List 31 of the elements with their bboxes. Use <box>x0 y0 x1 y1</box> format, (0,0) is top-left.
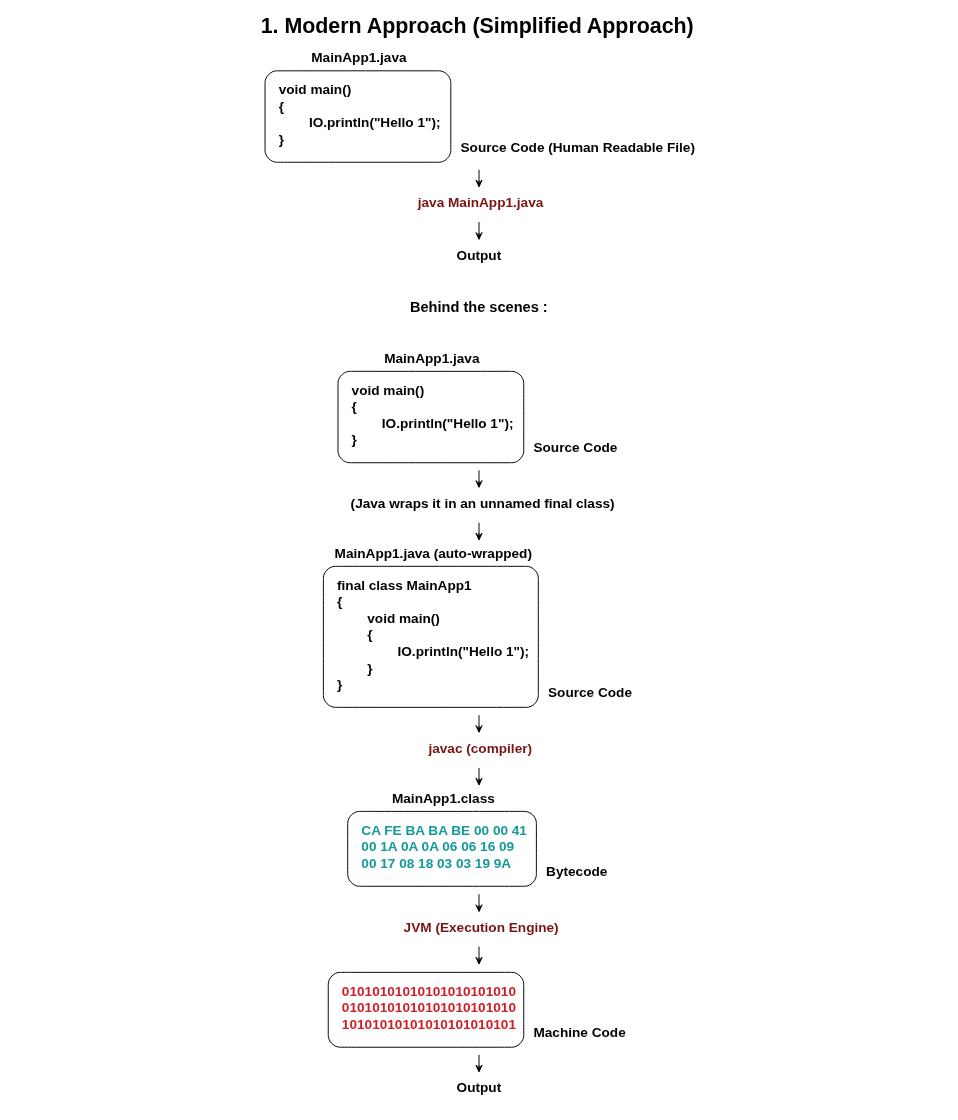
node-text: (Java wraps it in an unnamed final class) <box>350 495 615 511</box>
node-label: Source Code <box>548 684 632 700</box>
node-label: Bytecode <box>546 863 608 879</box>
arrow <box>475 221 483 240</box>
node-text: java MainApp1.java <box>417 195 544 211</box>
node-label: MainApp1.java (auto-wrapped) <box>334 545 532 561</box>
node-text: JVM (Execution Engine) <box>403 919 559 935</box>
arrow <box>475 893 483 913</box>
node-box: 01010101010101010101010 01010101010101010101010 10101010101010101010101 <box>327 971 525 1048</box>
node-label: Machine Code <box>533 1024 626 1040</box>
node-box: CA FE BA BA BE 00 00 41 00 1A 0A 0A 06 06 16 09 00 17 08 18 03 03 19 9A <box>347 810 537 887</box>
arrow <box>475 1054 483 1073</box>
node-label: Source Code (Human Readable File) <box>460 139 695 155</box>
node-label: MainApp1.java <box>311 50 407 66</box>
node-label: MainApp1.class <box>391 790 495 806</box>
node-text: Output <box>456 247 502 263</box>
arrow <box>475 714 483 733</box>
node-box: void main() { IO.println("Hello 1"); } <box>264 70 452 163</box>
node-box: void main() { IO.println("Hello 1"); } <box>337 370 525 464</box>
diagram-title: 1. Modern Approach (Simplified Approach) <box>260 13 694 38</box>
node-text: Output <box>456 1080 502 1096</box>
arrow <box>475 767 483 786</box>
arrow <box>475 169 483 188</box>
label: Behind the scenes : <box>409 299 548 316</box>
arrow <box>475 469 483 488</box>
node-label: MainApp1.java <box>384 350 480 366</box>
node-text: javac (compiler) <box>428 740 533 756</box>
node-box: final class MainApp1 { void main() { IO.println("Hello 1"); } } <box>322 565 539 708</box>
arrow <box>475 522 483 541</box>
node-label: Source Code <box>533 440 618 456</box>
arrow <box>475 946 483 965</box>
